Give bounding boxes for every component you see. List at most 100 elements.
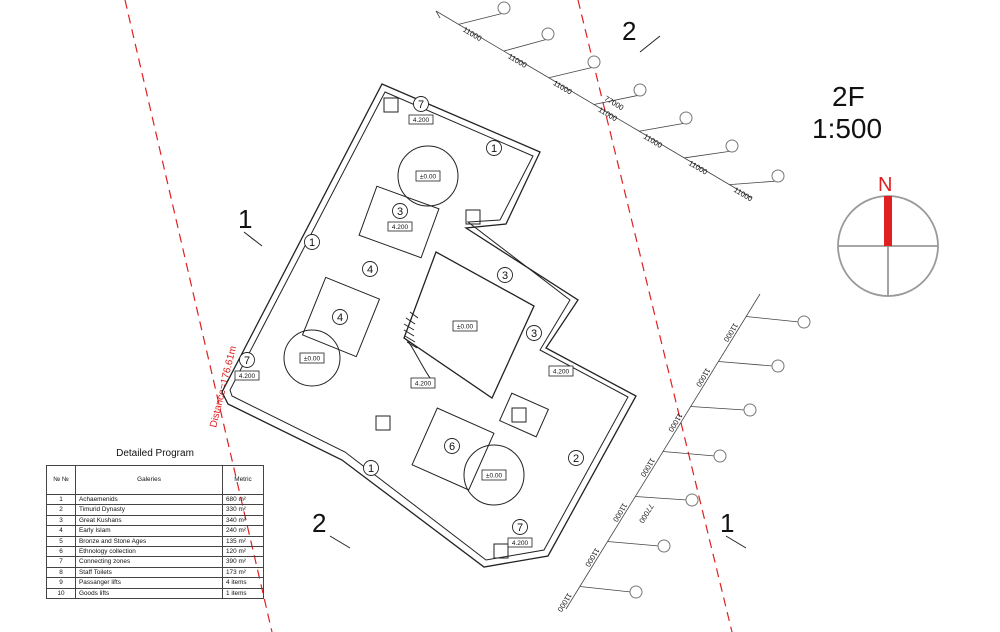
section-marker-2-bottom: 2 (312, 508, 351, 549)
grid-span-label: 11000 (552, 78, 574, 96)
row-gallery: Staff Toilets (75, 566, 223, 579)
section-marker-1-right: 1 (720, 508, 747, 549)
grid-bubble (713, 449, 727, 463)
room-number-1: 1 (304, 234, 320, 250)
row-metric: 1 items (222, 587, 264, 600)
room-number-4: 4 (332, 309, 348, 325)
row-metric: 135 m² (222, 535, 264, 548)
floor-name: 2F (832, 81, 865, 112)
light-well-top (397, 145, 459, 207)
svg-text:3: 3 (397, 206, 403, 218)
atrium-level-tag: ±0.00 (299, 352, 325, 364)
svg-text:1: 1 (368, 463, 374, 475)
atrium-level-tag: ±0.00 (452, 320, 478, 332)
row-num: 8 (46, 566, 76, 579)
svg-text:3: 3 (531, 328, 537, 340)
header-num: № № (46, 465, 76, 495)
north-arrow: N (837, 174, 939, 297)
program-title: Detailed Program (116, 448, 194, 459)
row-gallery: Ethnology collection (75, 546, 223, 558)
svg-text:±0.00: ±0.00 (420, 174, 437, 181)
row-metric: 390 m² (222, 556, 264, 568)
row-gallery: Early Islam (75, 525, 223, 537)
svg-text:4.200: 4.200 (413, 117, 430, 124)
distance-label: Distance=176.61m (208, 345, 239, 429)
building-outline (221, 83, 637, 568)
gallery-partitions (301, 185, 550, 491)
row-metric: 340 m² (222, 514, 264, 527)
row-metric: 173 m² (222, 566, 264, 579)
grid-bubble (497, 1, 511, 15)
light-well-left (283, 329, 341, 387)
svg-text:±0.00: ±0.00 (304, 356, 321, 363)
central-atrium (403, 251, 535, 399)
svg-text:4.200: 4.200 (415, 381, 432, 388)
svg-text:±0.00: ±0.00 (486, 473, 503, 480)
grid-bubble (633, 83, 647, 97)
room-number-6: 6 (444, 438, 460, 454)
row-gallery: Great Kushans (75, 514, 223, 527)
room-number-7: 7 4.200 (408, 96, 434, 125)
row-metric: 240 m² (222, 525, 264, 537)
grid-bubble (771, 359, 785, 373)
grid-span-label: 11000 (556, 591, 574, 613)
grid-span-label: 11000 (722, 321, 740, 343)
grid-tick (639, 122, 687, 132)
atrium-level-tag: ±0.00 (415, 170, 441, 182)
header-metric: Metric (222, 465, 264, 495)
grid-span-label: 11000 (639, 456, 657, 478)
section-marker-2-top: 2 (622, 16, 661, 53)
site-boundary-line-right (577, 0, 733, 632)
row-num: 6 (46, 546, 76, 558)
row-gallery: Passanger lifts (75, 577, 223, 589)
svg-text:4: 4 (367, 264, 373, 276)
room-number-3: 3 (497, 267, 513, 283)
svg-text:4.200: 4.200 (512, 540, 529, 547)
grid-bubble (685, 493, 699, 507)
svg-text:6: 6 (449, 441, 455, 453)
grid-tick (607, 541, 660, 547)
grid-overall-label: 77000 (637, 502, 656, 524)
room-number-7: 74.200 (234, 352, 260, 381)
row-num: 1 (46, 493, 76, 506)
row-num: 3 (46, 514, 76, 527)
grid-tick (746, 316, 800, 323)
svg-text:1: 1 (491, 143, 497, 155)
grid-span-label: 11000 (583, 546, 601, 568)
row-metric: 330 m² (222, 504, 264, 516)
svg-text:7: 7 (418, 99, 424, 111)
grid-span-label: 11000 (666, 411, 684, 433)
row-metric: 120 m² (222, 546, 264, 558)
grid-span-label: 11000 (732, 185, 754, 203)
room-number-7: 74.200 (507, 519, 533, 548)
row-num: 4 (46, 525, 76, 537)
floor-scale: 1:500 (812, 113, 882, 144)
grid-bubble (657, 539, 671, 553)
grid-tick (718, 361, 774, 367)
row-gallery: Achaemenids (75, 493, 223, 506)
grid-tick (684, 150, 733, 159)
svg-text:4.200: 4.200 (239, 373, 256, 380)
floor-level-tag: 4.200 (410, 377, 436, 389)
room-number-1: 1 (486, 140, 502, 156)
grid-tick (548, 66, 595, 79)
program-header-row: № № Galeries Metric (46, 465, 264, 495)
svg-text:1: 1 (309, 237, 315, 249)
light-well-bottom (463, 444, 525, 506)
row-num: 2 (46, 504, 76, 516)
row-num: 7 (46, 556, 76, 568)
grid-tick (593, 94, 641, 105)
lift-cores (375, 97, 527, 559)
grid-tick (579, 586, 632, 593)
svg-text:±0.00: ±0.00 (457, 324, 474, 331)
